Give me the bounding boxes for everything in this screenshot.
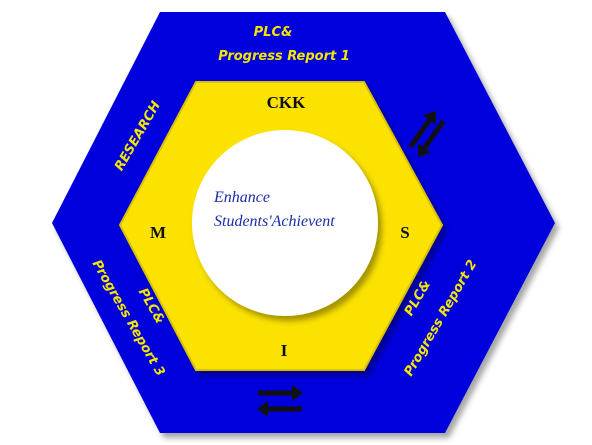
- letter-m: M: [150, 223, 166, 242]
- letter-i: I: [281, 341, 288, 360]
- top-label-line1: PLC&: [254, 25, 293, 40]
- center-text-line2: Students'Achievent: [214, 213, 335, 230]
- center-circle: [192, 130, 378, 316]
- top-label-line2: Progress Report 1: [218, 49, 350, 64]
- letter-s: S: [400, 223, 409, 242]
- letter-ckk: CKK: [267, 93, 307, 112]
- exchange-arrows-icon: [257, 385, 303, 417]
- exchange-arrows-icon: [408, 110, 446, 158]
- center-text-line1: Enhance: [213, 189, 270, 206]
